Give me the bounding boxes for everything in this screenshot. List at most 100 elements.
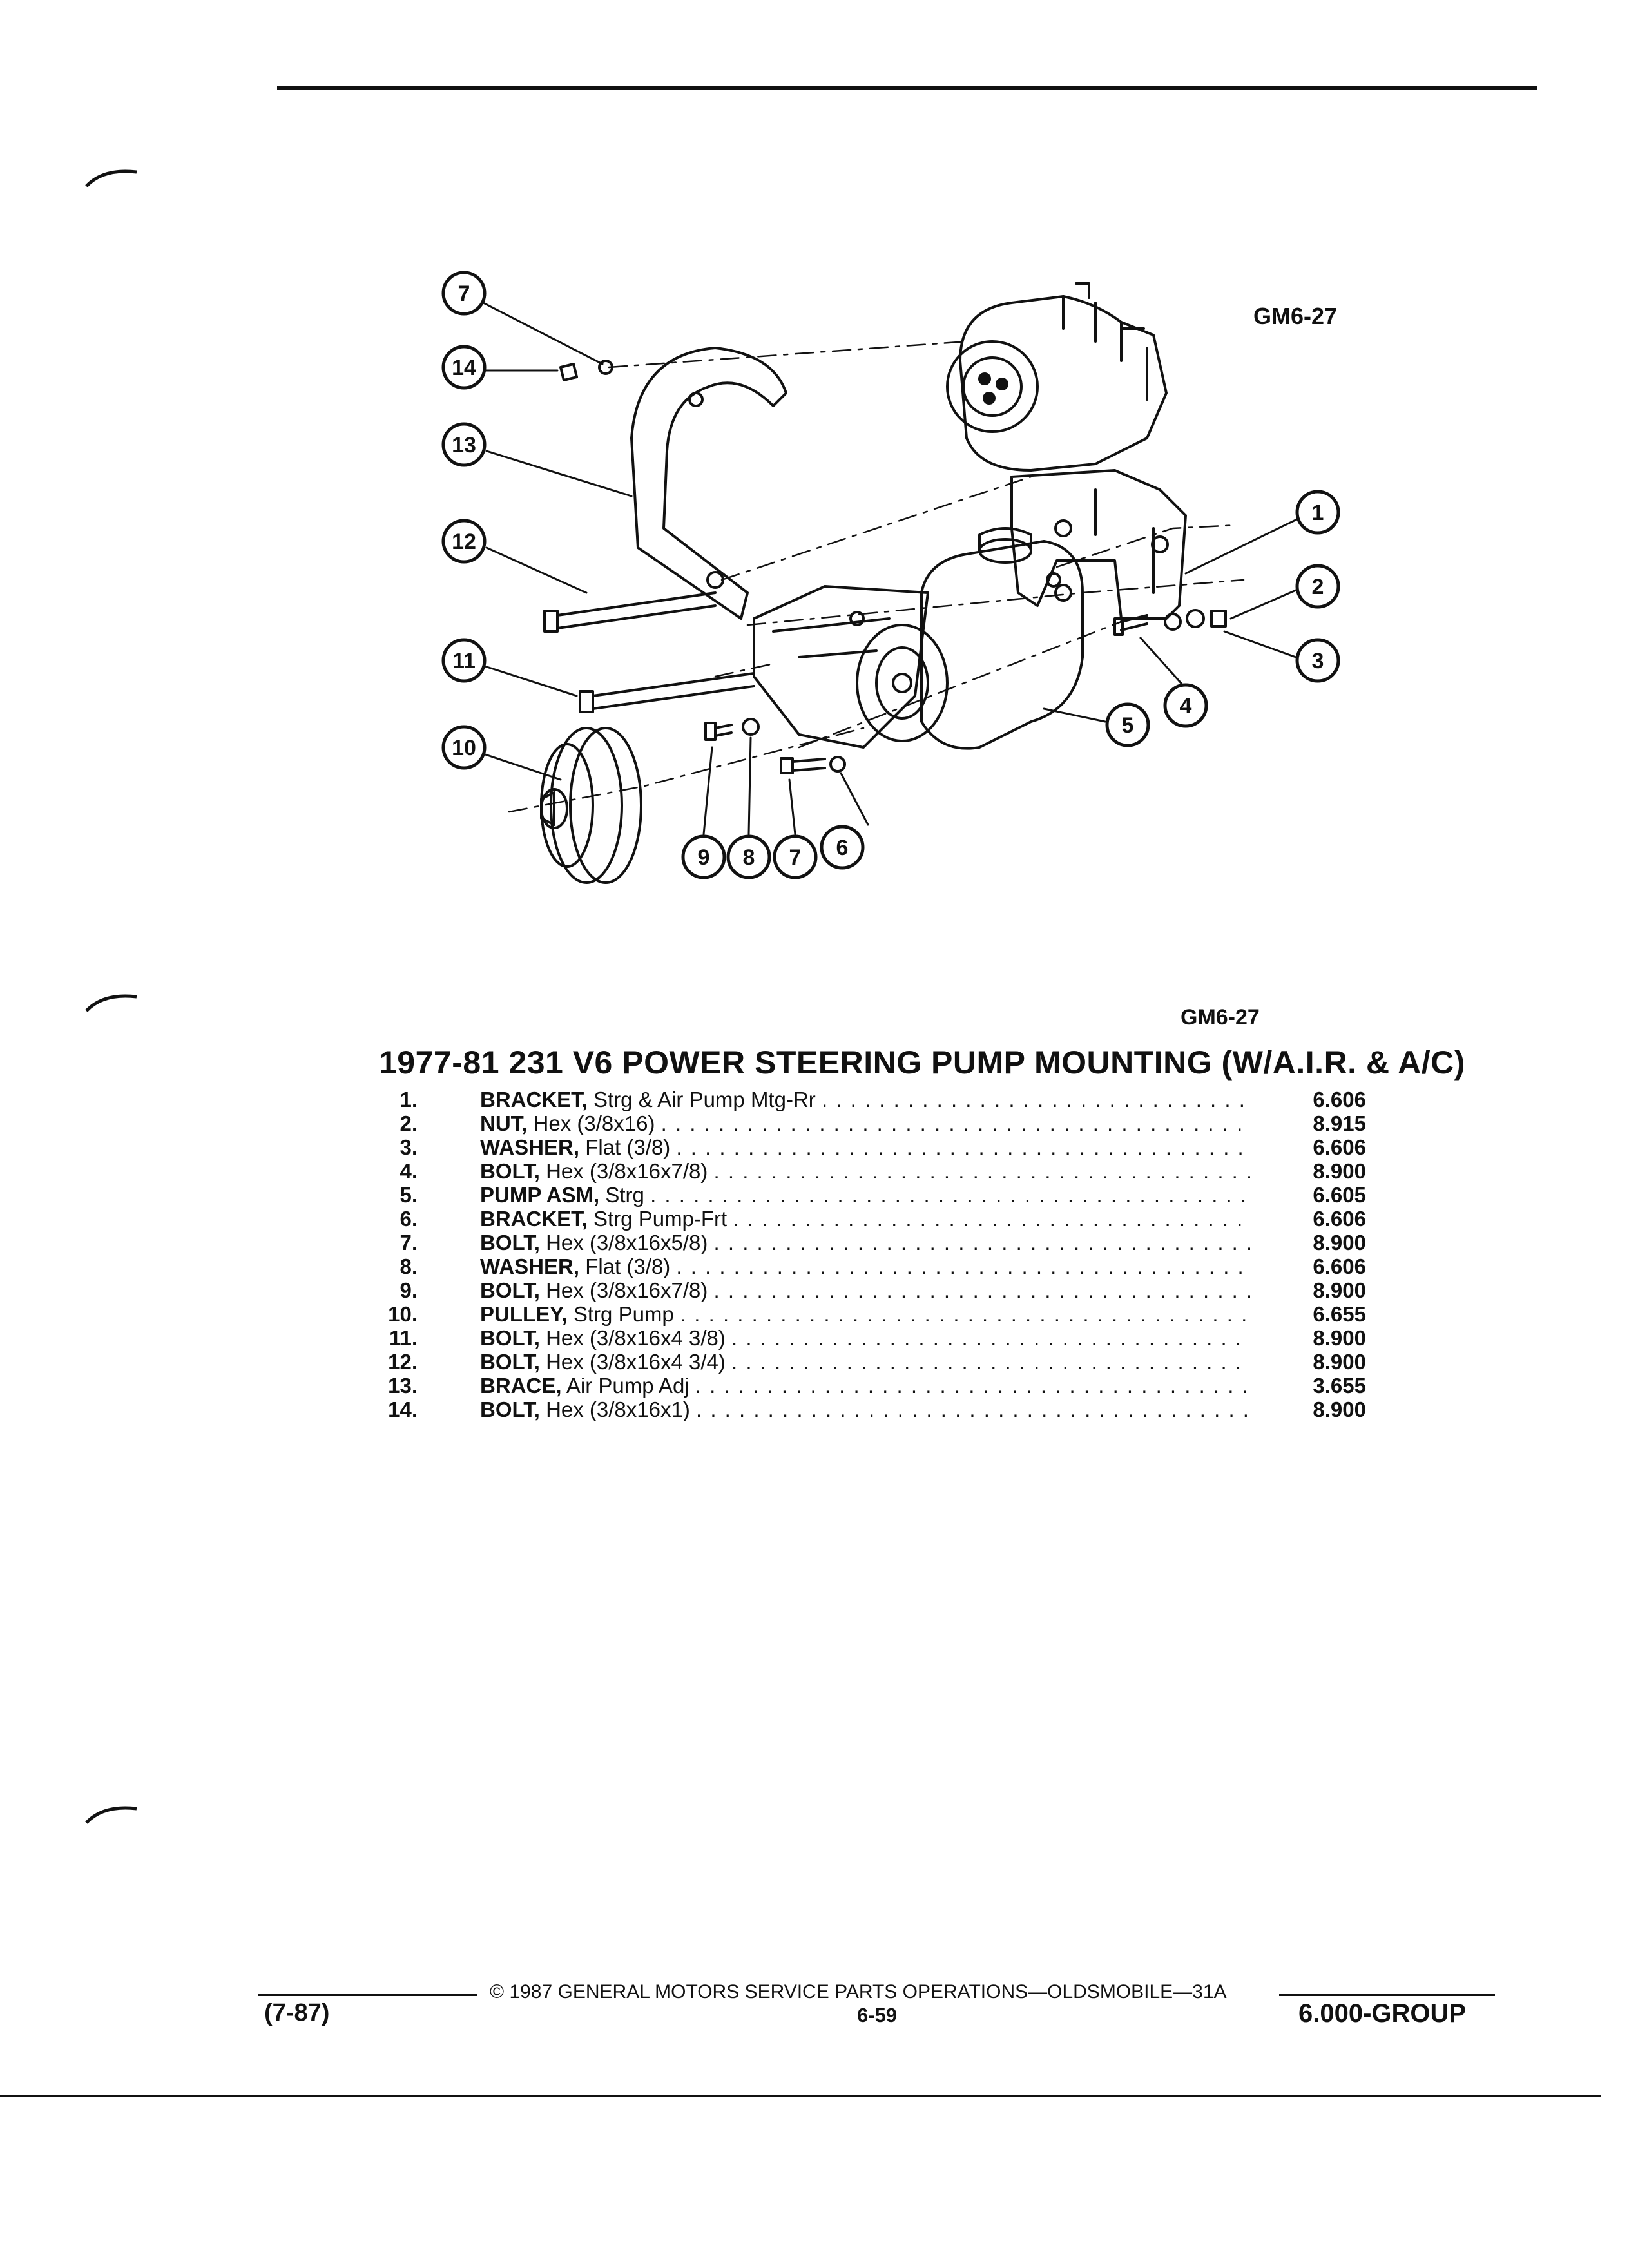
leader-dots: . . . . . . . . . . . . . . . . . . . . …	[676, 1135, 1250, 1159]
punch-mark-top	[85, 169, 137, 187]
leader-dots: . . . . . . . . . . . . . . . . . . . . …	[713, 1231, 1250, 1254]
part-group-number: 6.606	[1313, 1088, 1366, 1111]
footer-copyright: © 1987 GENERAL MOTORS SERVICE PARTS OPER…	[490, 1981, 1227, 2003]
callout-3: 3	[1312, 649, 1324, 673]
part-spec: Flat (3/8)	[585, 1135, 671, 1159]
part-name: BRACKET,	[480, 1088, 588, 1111]
air-pump-drawing	[946, 282, 1168, 472]
callout-8-bottom: 8	[743, 845, 755, 870]
part-group-number: 3.655	[1313, 1374, 1366, 1398]
part-description: WASHER, Flat (3/8) . . . . . . . . . . .…	[480, 1254, 1250, 1278]
part-spec: Hex (3/8x16)	[533, 1111, 655, 1135]
part-row: 8. WASHER, Flat (3/8) . . . . . . . . . .…	[380, 1254, 1385, 1278]
callout-4: 4	[1180, 694, 1192, 718]
part-group-number: 6.605	[1313, 1183, 1366, 1207]
part-group-number: 8.900	[1313, 1159, 1366, 1183]
leader-dots: . . . . . . . . . . . . . . . . . . . . …	[713, 1278, 1250, 1302]
part-spec: Air Pump Adj	[566, 1374, 689, 1398]
part-description: BOLT, Hex (3/8x16x5/8) . . . . . . . . .…	[480, 1231, 1250, 1254]
part-group-number: 8.915	[1313, 1111, 1366, 1135]
figure-code-top: GM6-27	[1253, 303, 1338, 329]
part-description: PULLEY, Strg Pump . . . . . . . . . . . …	[480, 1302, 1250, 1326]
part-spec: Hex (3/8x16x7/8)	[546, 1159, 708, 1183]
footer-page-number: 6-59	[857, 2004, 898, 2026]
part-description: NUT, Hex (3/8x16) . . . . . . . . . . . …	[480, 1111, 1250, 1135]
callout-12: 12	[452, 530, 476, 554]
part-number: 2.	[400, 1111, 418, 1135]
part-description: BOLT, Hex (3/8x16x1) . . . . . . . . . .…	[480, 1398, 1250, 1421]
part-description: BOLT, Hex (3/8x16x4 3/4) . . . . . . . .…	[480, 1350, 1250, 1374]
part-name: WASHER,	[480, 1135, 580, 1159]
part-row: 1.BRACKET, Strg & Air Pump Mtg-Rr . . . …	[380, 1088, 1385, 1111]
exploded-parts-diagram: 7 14 13 12 11 10 1 2 3 4 5 9 8 7 6	[441, 271, 1340, 884]
part-description: BOLT, Hex (3/8x16x7/8) . . . . . . . . .…	[480, 1278, 1250, 1302]
part-number: 14.	[388, 1398, 418, 1421]
part-spec: Hex (3/8x16x1)	[546, 1398, 690, 1421]
part-spec: Hex (3/8x16x5/8)	[546, 1231, 708, 1254]
page-title: 1977-81 231 V6 POWER STEERING PUMP MOUNT…	[379, 1044, 1465, 1081]
small-hardware-right	[1113, 609, 1227, 636]
part-name: BRACKET,	[480, 1207, 588, 1231]
part-spec: Strg Pump-Frt	[593, 1207, 728, 1231]
top-rule	[277, 86, 1537, 90]
callout-11: 11	[452, 649, 476, 673]
leader-dots: . . . . . . . . . . . . . . . . . . . . …	[821, 1088, 1250, 1111]
part-number: 7.	[400, 1231, 418, 1254]
part-name: BOLT,	[480, 1278, 540, 1302]
part-name: BOLT,	[480, 1398, 540, 1421]
callout-8-top: 7	[458, 282, 470, 306]
part-spec: Hex (3/8x16x7/8)	[546, 1278, 708, 1302]
part-row: 2. NUT, Hex (3/8x16) . . . . . . . . . . …	[380, 1111, 1385, 1135]
bottom-rule	[0, 2095, 1601, 2097]
leader-dots: . . . . . . . . . . . . . . . . . . . . …	[695, 1374, 1250, 1398]
part-row: 11.BOLT, Hex (3/8x16x4 3/8) . . . . . . …	[380, 1326, 1385, 1350]
part-name: BOLT,	[480, 1159, 540, 1183]
part-number: 13.	[388, 1374, 418, 1398]
part-row: 9.BOLT, Hex (3/8x16x7/8) . . . . . . . .…	[380, 1278, 1385, 1302]
part-description: PUMP ASM, Strg . . . . . . . . . . . . .…	[480, 1183, 1250, 1207]
part-description: BRACKET, Strg & Air Pump Mtg-Rr . . . . …	[480, 1088, 1250, 1111]
part-number: 3.	[400, 1135, 418, 1159]
part-description: WASHER, Flat (3/8) . . . . . . . . . . .…	[480, 1135, 1250, 1159]
part-description: BRACKET, Strg Pump-Frt . . . . . . . . .…	[480, 1207, 1250, 1231]
callout-5: 5	[1122, 713, 1134, 738]
callout-1: 1	[1312, 501, 1324, 525]
callout-7: 7	[789, 845, 802, 870]
front-bracket-drawing	[753, 585, 929, 749]
part-row: 13. BRACE, Air Pump Adj . . . . . . . . .…	[380, 1374, 1385, 1398]
leader-dots: . . . . . . . . . . . . . . . . . . . . …	[660, 1111, 1250, 1135]
part-group-number: 8.900	[1313, 1231, 1366, 1254]
part-number: 5.	[400, 1183, 418, 1207]
part-name: PUMP ASM,	[480, 1183, 600, 1207]
pulley-drawing	[540, 727, 642, 884]
brace-drawing	[630, 347, 787, 620]
part-spec: Flat (3/8)	[585, 1254, 671, 1278]
callout-10: 10	[452, 736, 476, 760]
leader-dots: . . . . . . . . . . . . . . . . . . . . …	[713, 1159, 1250, 1183]
callout-6: 6	[836, 836, 849, 860]
callout-9: 9	[698, 845, 710, 870]
part-spec: Hex (3/8x16x4 3/4)	[546, 1350, 726, 1374]
part-row: 14. BOLT, Hex (3/8x16x1) . . . . . . . . …	[380, 1398, 1385, 1421]
footer-rule-right	[1279, 1994, 1495, 1996]
part-number: 12.	[388, 1350, 418, 1374]
part-description: BOLT, Hex (3/8x16x4 3/8) . . . . . . . .…	[480, 1326, 1250, 1350]
part-spec: Strg & Air Pump Mtg-Rr	[593, 1088, 816, 1111]
part-description: BOLT, Hex (3/8x16x7/8) . . . . . . . . .…	[480, 1159, 1250, 1183]
part-number: 10.	[388, 1302, 418, 1326]
part-number: 8.	[400, 1254, 418, 1278]
callout-2: 2	[1312, 575, 1324, 599]
part-group-number: 6.606	[1313, 1135, 1366, 1159]
part-group-number: 8.900	[1313, 1278, 1366, 1302]
part-row: 5. PUMP ASM, Strg . . . . . . . . . . . .…	[380, 1183, 1385, 1207]
part-group-number: 6.655	[1313, 1302, 1366, 1326]
part-group-number: 8.900	[1313, 1350, 1366, 1374]
leader-dots: . . . . . . . . . . . . . . . . . . . . …	[679, 1302, 1250, 1326]
leader-dots: . . . . . . . . . . . . . . . . . . . . …	[731, 1350, 1250, 1374]
rear-bracket-drawing	[1010, 469, 1187, 620]
power-steering-pump-drawing	[856, 527, 1084, 750]
part-name: BOLT,	[480, 1350, 540, 1374]
parts-list: 1.BRACKET, Strg & Air Pump Mtg-Rr . . . …	[380, 1088, 1385, 1421]
part-description: BRACE, Air Pump Adj . . . . . . . . . . …	[480, 1374, 1250, 1398]
part-name: NUT,	[480, 1111, 528, 1135]
